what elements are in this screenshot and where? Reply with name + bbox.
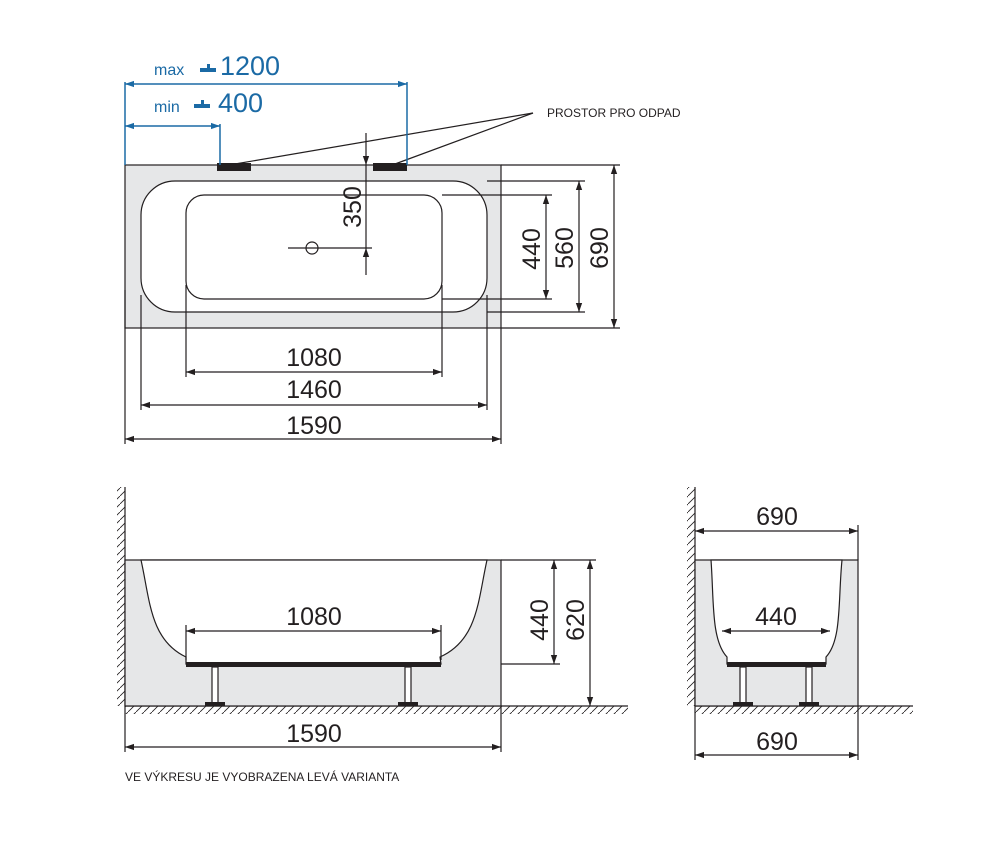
end-dim-bottom-label: 690 [756, 728, 798, 756]
side-tub-base [186, 662, 441, 667]
side-dim-1590-label: 1590 [286, 720, 342, 748]
dim-560-label: 560 [551, 227, 579, 269]
side-foot-left [205, 702, 225, 706]
tap-icon [194, 100, 210, 108]
end-dim-top-label: 690 [756, 503, 798, 531]
side-dim-1080-label: 1080 [286, 603, 342, 631]
footnote: VE VÝKRESU JE VYOBRAZENA LEVÁ VARIANTA [125, 769, 399, 784]
end-leg-right [805, 666, 813, 705]
drain-note-leader-1 [234, 112, 534, 165]
top-view: 350 PROSTOR PRO ODPAD max 1200 min 400 4… [124, 51, 681, 444]
range-max-label: max [154, 62, 184, 79]
range-min-label: min [154, 99, 180, 116]
dim-1460-label: 1460 [286, 376, 342, 404]
dim-1080-label: 1080 [286, 344, 342, 372]
side-wall-hatch [117, 487, 125, 706]
end-foot-left [733, 702, 753, 706]
dim-350-label: 350 [339, 186, 367, 228]
side-leg-left [211, 666, 219, 705]
range-min-value: 400 [218, 88, 263, 118]
tap-icon [200, 64, 216, 72]
side-dim-620-label: 620 [562, 599, 590, 641]
drain-space-note: PROSTOR PRO ODPAD [547, 106, 681, 120]
end-dim-440-label: 440 [755, 603, 797, 631]
end-wall-hatch [687, 487, 695, 706]
dim-1590-label: 1590 [286, 412, 342, 440]
end-foot-right [799, 702, 819, 706]
side-tub-profile [140, 559, 488, 665]
side-dim-440-label: 440 [526, 599, 554, 641]
drain-note-leader-2 [394, 112, 534, 165]
end-leg-left [739, 666, 747, 705]
end-tub-base [727, 662, 826, 667]
side-foot-right [398, 702, 418, 706]
end-view: 690 440 690 [687, 487, 913, 760]
end-floor-hatch [695, 706, 913, 714]
side-floor-hatch [125, 706, 628, 714]
dim-440-label: 440 [518, 228, 546, 270]
range-max-value: 1200 [220, 51, 280, 81]
drain-space-left [217, 163, 251, 171]
side-leg-right [404, 666, 412, 705]
side-view: 1080 440 620 1590 VE VÝKRESU JE VYOBRAZE… [117, 487, 628, 784]
drain-space-right [373, 163, 407, 171]
dim-690-label: 690 [586, 227, 614, 269]
